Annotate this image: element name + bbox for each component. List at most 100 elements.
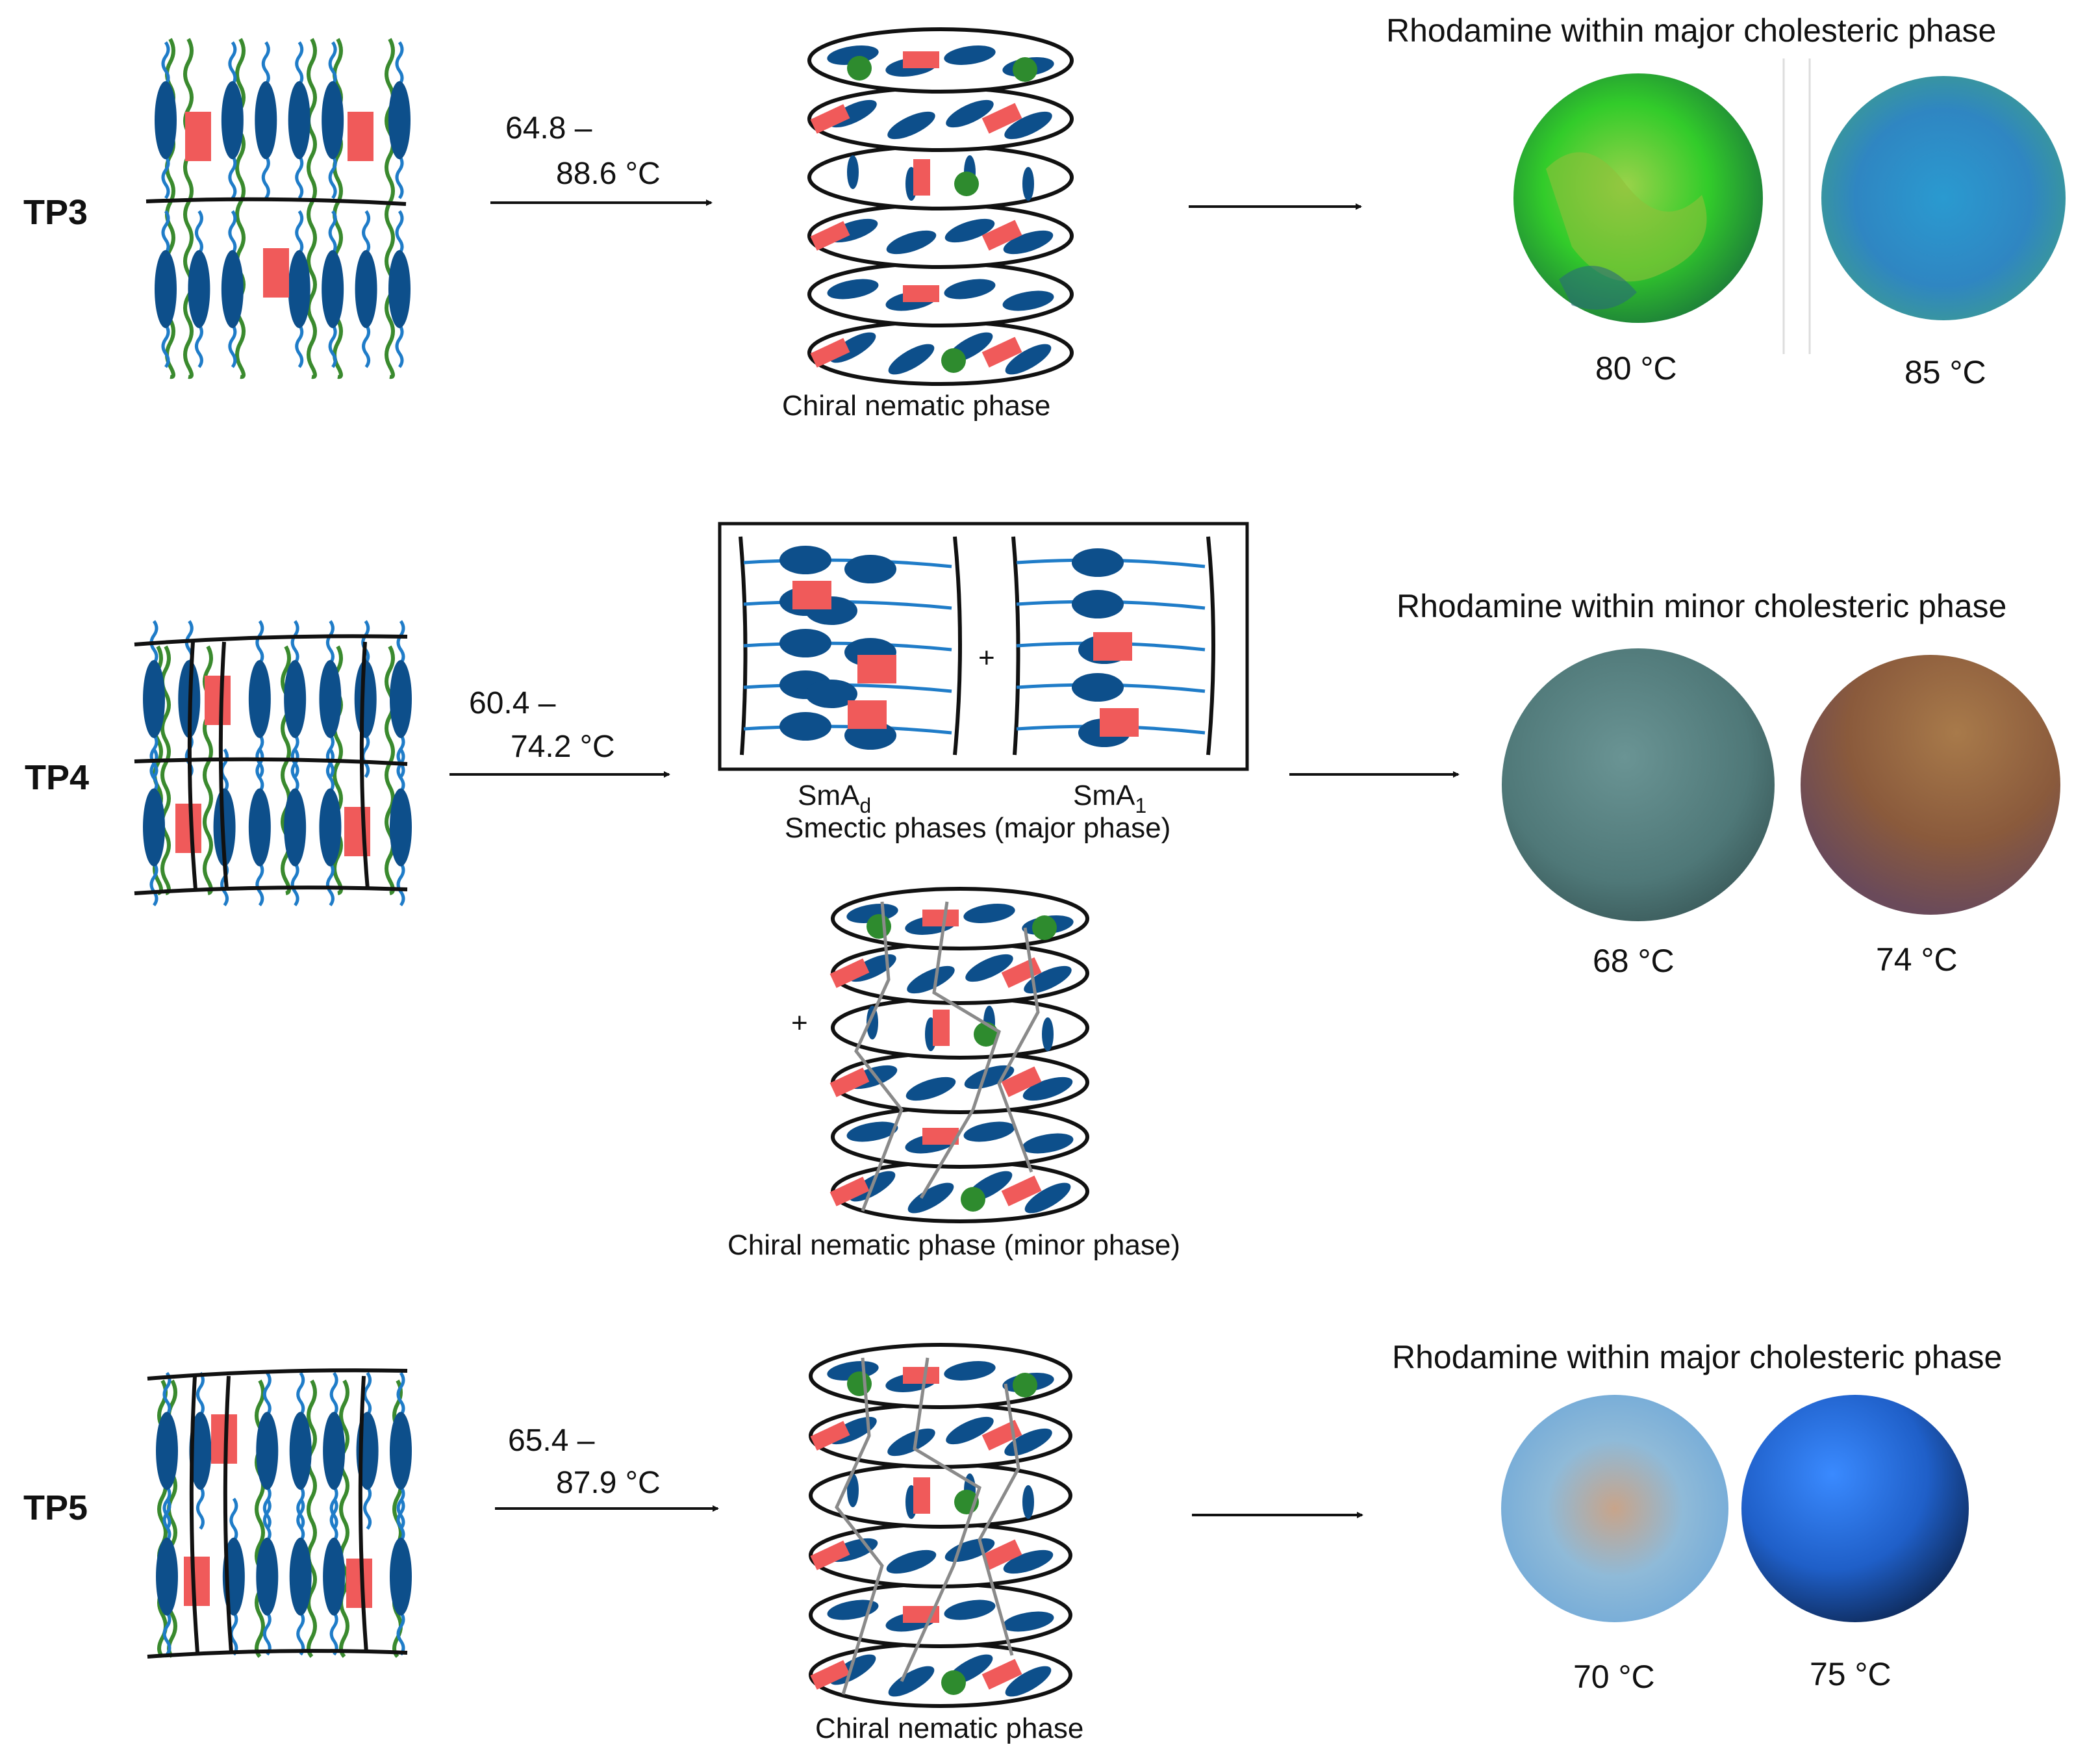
- molecule-tail: [396, 748, 405, 793]
- nematic-molecule: [846, 1121, 898, 1142]
- molecule-tail: [362, 210, 371, 255]
- nematic-dot: [1013, 1373, 1037, 1397]
- nematic-molecule: [905, 1076, 956, 1101]
- molecule-tail: [162, 1371, 171, 1416]
- dopant-tp5-1: [184, 1557, 210, 1606]
- nematic-molecule: [1022, 167, 1034, 201]
- layer-wall-1: [223, 1375, 233, 1653]
- micrograph-tp3-2: [1821, 76, 2066, 320]
- smectic-chain: [743, 641, 952, 652]
- layer-bottom: [147, 1649, 408, 1659]
- nematic-dopant: [1001, 1066, 1042, 1097]
- molecule-tail: [328, 155, 337, 199]
- molecule-tail: [296, 1497, 305, 1542]
- smectic-dopant: [1093, 632, 1132, 661]
- tp4-smectic-plus: +: [978, 642, 995, 674]
- layer-boundary: [145, 197, 407, 206]
- row-label-tp5: TP5: [23, 1488, 88, 1527]
- molecule-tail: [296, 1371, 305, 1416]
- molecule-tail: [363, 1371, 372, 1416]
- molecule-tail: [194, 210, 203, 255]
- molecule: [143, 788, 165, 867]
- molecule: [221, 81, 244, 159]
- nematic-dopant: [829, 1177, 870, 1206]
- molecule-tail: [328, 210, 337, 255]
- nematic-molecule: [887, 111, 935, 140]
- molecule-tail: [295, 155, 304, 199]
- micrograph-tp4-1: [1502, 648, 1775, 921]
- molecule-tail: [395, 41, 404, 86]
- nematic-dot: [961, 1187, 985, 1212]
- molecule-tail: [396, 1497, 405, 1542]
- molecule: [388, 81, 411, 159]
- nematic-molecule: [1004, 111, 1052, 140]
- molecule: [156, 1537, 178, 1616]
- nematic-dopant: [810, 104, 850, 134]
- molecule: [323, 1412, 346, 1490]
- molecule-tail: [255, 733, 264, 778]
- nematic-dopant: [981, 220, 1022, 251]
- smectic-dopant: [792, 581, 831, 609]
- texture-80C: [1559, 266, 1637, 310]
- molecule-tail: [396, 862, 405, 907]
- smectic-molecule: [1072, 548, 1124, 577]
- nematic-dot: [954, 172, 979, 196]
- chain-tp3-0: [183, 38, 194, 379]
- nematic-molecule: [946, 99, 994, 128]
- chain-tp3-4: [385, 38, 395, 379]
- molecule-tail: [396, 620, 405, 665]
- molecule: [155, 250, 177, 328]
- nematic-dopant: [829, 1067, 870, 1097]
- layered-structure-tp4: [134, 620, 412, 907]
- molecule-tail: [396, 733, 405, 778]
- nematic-dot: [847, 1371, 872, 1396]
- tp3-temp-range-start: 64.8 –: [505, 111, 592, 146]
- molecule-tail: [290, 620, 299, 665]
- molecule-tail: [325, 733, 335, 778]
- nematic-molecule: [847, 155, 859, 189]
- tp5-image-1-temp: 70 °C: [1573, 1659, 1655, 1695]
- dopant-tp3-0: [185, 112, 211, 161]
- molecule: [284, 788, 307, 867]
- crosslink: [919, 901, 1002, 1199]
- smectic-structures: [739, 536, 1215, 756]
- smectic-molecule: [805, 680, 857, 708]
- molecule-tail: [396, 1611, 405, 1656]
- molecule-tail: [196, 1371, 205, 1416]
- nematic-molecule: [1022, 1485, 1034, 1519]
- molecule-tail: [161, 155, 170, 199]
- smectic-dopant: [848, 700, 887, 729]
- molecule-tail: [325, 620, 335, 665]
- nematic-dopant: [981, 1659, 1022, 1690]
- molecule-tail: [328, 41, 337, 86]
- nematic-molecule: [886, 230, 937, 255]
- chiral-nematic-cylinder-tp3: [807, 27, 1074, 386]
- micrographs: [1501, 58, 2066, 1622]
- tp5-temp-range-end: 87.9 °C: [556, 1466, 661, 1500]
- molecule-tail: [295, 210, 304, 255]
- tp3-phase-caption: Chiral nematic phase: [782, 390, 1051, 422]
- nematic-molecule: [944, 218, 995, 243]
- molecule-tail: [329, 1485, 338, 1530]
- smectic-molecule: [1072, 673, 1124, 702]
- tp4-smectic-right-label: SmA1: [1073, 780, 1147, 817]
- dopant-tp4-1: [175, 804, 201, 853]
- molecule: [256, 1412, 279, 1490]
- nematic-molecule: [1002, 290, 1054, 311]
- molecule: [289, 1412, 312, 1490]
- molecule-tail: [149, 733, 158, 778]
- nematic-dot: [941, 348, 966, 373]
- tp4-minor-phase-caption: Chiral nematic phase (minor phase): [727, 1229, 1180, 1261]
- smectic-molecule: [779, 629, 831, 657]
- molecule: [319, 788, 342, 867]
- smectic-molecule: [844, 555, 896, 583]
- crosslink: [835, 1357, 884, 1695]
- chiral-nematic-cylinder-tp5: [809, 1343, 1072, 1708]
- molecule: [248, 788, 271, 867]
- molecule-tail: [196, 1485, 205, 1530]
- nematic-dopant: [922, 910, 959, 926]
- molecule-tail: [255, 748, 264, 793]
- nematic-dot: [867, 914, 891, 939]
- nematic-molecule: [944, 279, 996, 299]
- smectic-chain: [743, 558, 952, 568]
